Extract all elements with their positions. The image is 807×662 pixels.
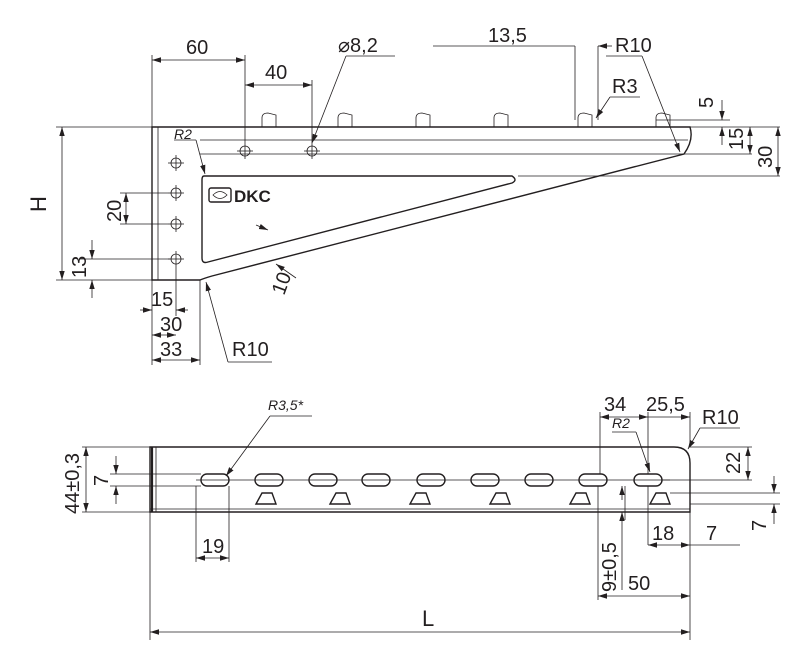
dim-13-5: 13,5 (488, 25, 527, 47)
dkc-logo: DKC (208, 187, 271, 206)
dim-44: 44±0,3 (62, 453, 84, 514)
side-dimension-lines (83, 414, 777, 635)
dim-7-bottom: 7 (706, 523, 717, 545)
dim-7-left: 7 (91, 475, 113, 486)
dim-h: H (26, 196, 51, 212)
dim-l: L (422, 606, 434, 631)
dim-19: 19 (202, 536, 224, 558)
dim-hole-diameter: ⌀8,2 (338, 35, 378, 57)
dimension-lines (59, 43, 781, 363)
bracket-side-view: R3,5* 34 25,5 R2 R10 44±0,3 7 22 7 19 9±… (62, 394, 780, 640)
dim-r3: R3 (612, 76, 638, 98)
dim-13: 13 (69, 256, 91, 278)
triangle-cutout (201, 175, 516, 264)
dim-15-bottom: 15 (151, 289, 173, 311)
dim-20: 20 (104, 200, 126, 222)
dim-40: 40 (265, 62, 287, 84)
dim-7-right: 7 (749, 520, 771, 531)
dim-50: 50 (628, 573, 650, 595)
dim-r10-top: R10 (615, 35, 652, 57)
dim-15-right: 15 (726, 128, 748, 150)
extension-lines (56, 46, 780, 365)
dim-22: 22 (723, 452, 745, 474)
dim-30-bottom: 30 (160, 314, 182, 336)
dim-r2-side: R2 (612, 415, 630, 431)
logo-text: DKC (234, 187, 271, 206)
side-outline (149, 446, 691, 513)
slots (196, 473, 670, 487)
dim-r3-5: R3,5* (268, 397, 304, 413)
flange-holes (168, 155, 184, 267)
bracket-outline (151, 126, 692, 281)
dim-r10-bottom: R10 (232, 339, 269, 361)
dim-25-5: 25,5 (646, 394, 685, 416)
dim-10: 10 (268, 269, 296, 297)
top-view-dim-texts: 60 40 ⌀8,2 13,5 R10 R3 5 15 30 H R2 20 1… (26, 25, 777, 361)
side-view-dim-texts: R3,5* 34 25,5 R2 R10 44±0,3 7 22 7 19 9±… (62, 394, 771, 631)
top-tabs (261, 112, 671, 127)
trapezoid-tabs (254, 492, 671, 505)
dim-r10-side: R10 (702, 407, 739, 429)
bracket-top-view: DKC (26, 25, 781, 365)
side-extension-lines (82, 412, 780, 640)
dim-18: 18 (652, 523, 674, 545)
rail-holes (237, 143, 320, 159)
dim-34: 34 (604, 394, 626, 416)
dim-5: 5 (696, 97, 718, 108)
dim-60: 60 (186, 37, 208, 59)
dim-33: 33 (160, 339, 182, 361)
dim-30-right: 30 (755, 146, 777, 168)
dim-r2: R2 (174, 126, 192, 142)
dim-9: 9±0,5 (599, 542, 621, 592)
logo-mark-icon (208, 187, 232, 203)
